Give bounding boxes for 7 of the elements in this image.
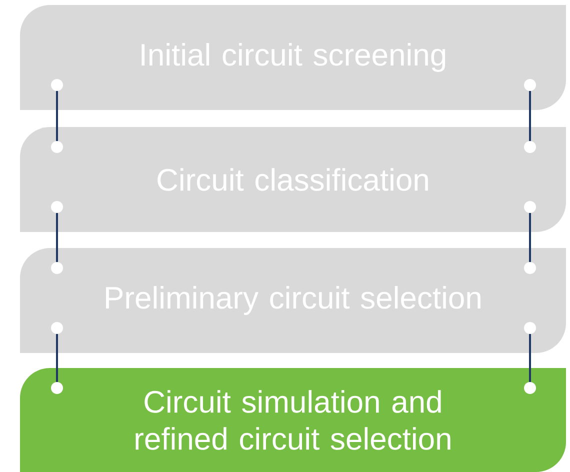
- process-band: Circuit simulation and refined circuit selection: [20, 368, 566, 472]
- connector: [524, 201, 536, 274]
- connector: [51, 79, 63, 153]
- connector: [524, 79, 536, 153]
- connector: [524, 322, 536, 394]
- connector: [51, 322, 63, 394]
- connector: [51, 201, 63, 274]
